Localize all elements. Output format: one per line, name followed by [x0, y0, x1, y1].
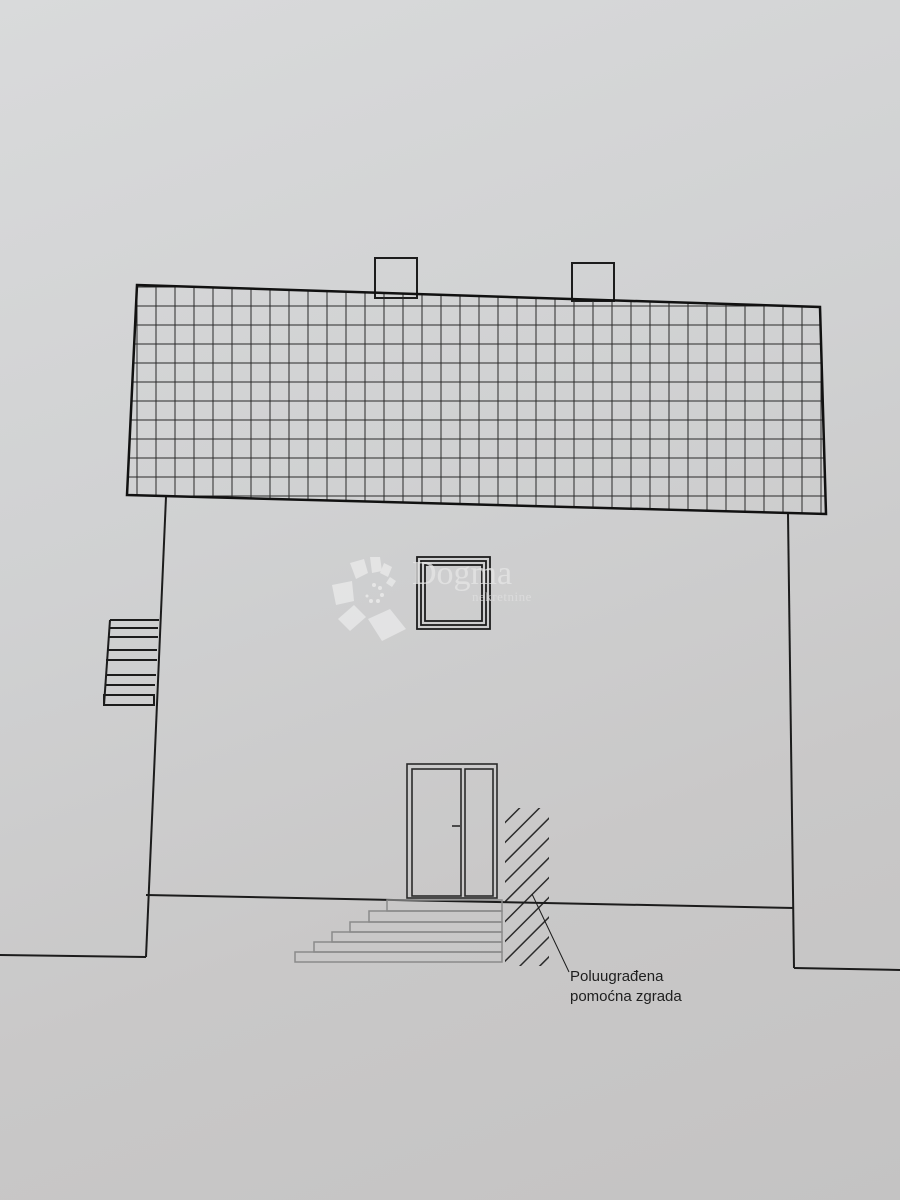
annotation-line-1: Poluugrađena: [570, 968, 664, 985]
annotation-line-2: pomoćna zgrada: [570, 988, 682, 1005]
annex-annotation: Poluugrađena pomoćna zgrada: [570, 967, 682, 1007]
watermark-subtitle: nekretnine: [472, 589, 532, 604]
roof-tiles: [125, 283, 828, 516]
flower-logo-icon: [332, 557, 406, 641]
entrance-door: [406, 763, 498, 899]
window: [416, 556, 491, 630]
watermark: Dogma nekretnine: [330, 555, 590, 645]
side-stair: [103, 619, 159, 706]
semi-built-annex-hatch: [505, 808, 549, 966]
chimney-right: [571, 262, 615, 302]
watermark-title: Dogma: [412, 555, 513, 592]
facade-walls: [0, 496, 900, 971]
entrance-steps: [294, 899, 503, 963]
annotation-leader-line: [531, 893, 570, 973]
